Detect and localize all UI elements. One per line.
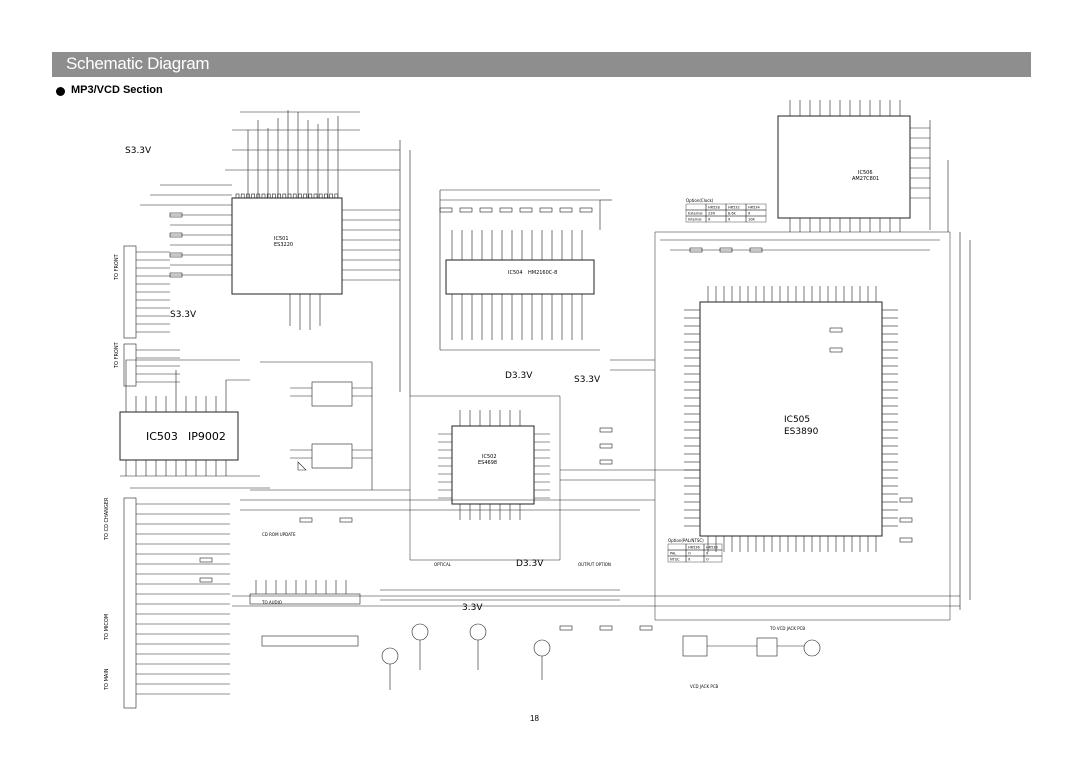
ic502-block [409, 395, 561, 561]
rail-label: D3.3V [516, 559, 544, 569]
table-cell: X [748, 212, 751, 216]
table-cell: X [728, 218, 731, 222]
rail-label: 3.3V [462, 603, 483, 613]
connector-label: TO FRONT [114, 341, 120, 369]
to-audio-label: TO AUDIO [261, 600, 282, 605]
table-cell: 22R [708, 212, 715, 216]
table-title: Option(PAL/NTSC) [668, 538, 704, 543]
rail-label: S3.3V [125, 146, 152, 156]
table-cell: X [708, 218, 711, 222]
ic506-block [777, 100, 949, 232]
section-title: MP3/VCD Section [71, 84, 163, 96]
cd-rom-update-label: CD ROM UPDATE [262, 532, 296, 537]
ic502-part: ES4698 [478, 460, 497, 466]
connector-label: TO MAIN [104, 668, 110, 691]
small-ics [250, 361, 410, 491]
left-connector-1 [123, 245, 170, 339]
ic505-ref: IC505 [784, 415, 810, 425]
rail-label: S3.3V [170, 310, 197, 320]
table-cell: HR536 [688, 546, 700, 550]
vcd-jack-label: VCD JACK PCB [690, 684, 719, 689]
table-cell: External [688, 212, 703, 216]
table-cell: HR534 [748, 206, 761, 210]
bullet-icon [56, 87, 65, 96]
connector-label: TO FRONT [114, 253, 120, 281]
table-cell: HR532 [728, 206, 740, 210]
table-cell: 10K [748, 218, 755, 222]
vcd-jack-area [682, 635, 821, 657]
ic506-ref: IC506 [858, 170, 873, 176]
ic504-block [439, 189, 612, 351]
optical-label: OPTICAL [434, 562, 452, 567]
ic502-ref: IC502 [482, 454, 497, 460]
connector-label: TO CD CHANGER [104, 497, 110, 541]
ic501-ref: IC501 [274, 236, 289, 242]
table-cell: O [688, 552, 691, 556]
table-cell: X [706, 552, 709, 556]
ic501-top-pins [235, 193, 339, 199]
table-cell: PAL [670, 552, 676, 556]
table-cell: Internal [688, 218, 702, 222]
connector-label: TO MICOM [104, 614, 110, 641]
transistor-group [380, 589, 620, 690]
table-cell: O [706, 558, 709, 562]
table-cell: 8.6k [728, 212, 737, 216]
table-cell: NTSC [670, 558, 680, 562]
ic506-part: AM27C801 [852, 176, 879, 182]
ic504-ref: IC504 [508, 270, 523, 276]
ic504-part: HM2160C-8 [528, 270, 557, 276]
ic501-part: ES3220 [274, 242, 293, 248]
resistor-symbols [169, 207, 913, 631]
ic501-block [140, 110, 411, 330]
bottom-connector-strip [249, 580, 361, 647]
ic503-part: IP9002 [188, 430, 226, 443]
ic503-block [119, 359, 270, 489]
bus-lines [232, 232, 971, 610]
ic503-ref: IC503 [146, 430, 178, 443]
table-cell: X [688, 558, 691, 562]
title-banner: Schematic Diagram [52, 52, 1031, 77]
output-option-label: OUTPUT OPTION [578, 562, 611, 567]
rail-label: S3.3V [574, 375, 601, 385]
table-cell: HR538 [706, 546, 718, 550]
rail-label: D3.3V [505, 371, 533, 381]
to-vcd-jack-label: TO VCD JACK PCB [769, 626, 805, 631]
left-connector-2 [123, 343, 180, 387]
bottom-left-connector [123, 497, 230, 709]
table-cell: HR528 [708, 206, 720, 210]
page-number: 18 [530, 714, 539, 723]
table-title: Option(Clock) [686, 198, 714, 203]
page-title: Schematic Diagram [66, 54, 210, 73]
ic505-block [654, 231, 951, 621]
ic505-part: ES3890 [784, 427, 819, 437]
